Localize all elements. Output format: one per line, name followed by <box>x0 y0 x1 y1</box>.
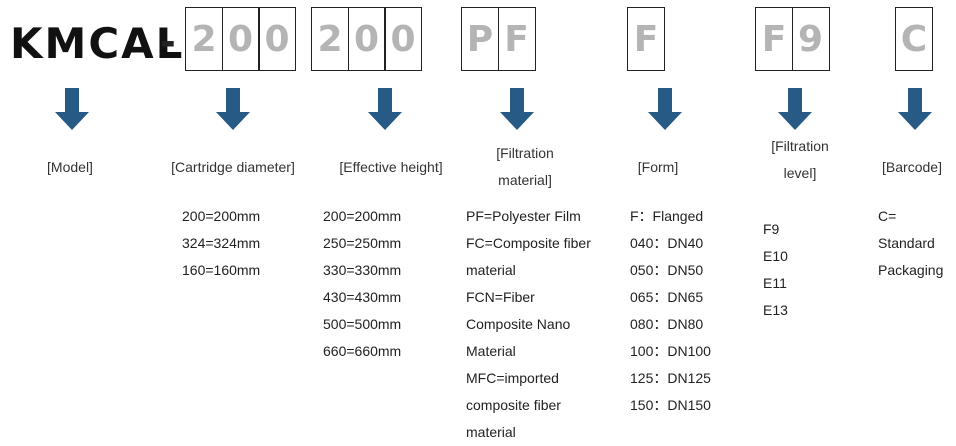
list-item: C= <box>878 208 897 224</box>
values-height: 200=200mm 250=250mm 330=330mm 430=430mm … <box>323 203 401 365</box>
list-item: E10 <box>763 248 788 264</box>
down-arrow-icon <box>368 88 402 130</box>
down-arrow-icon <box>500 88 534 130</box>
list-item: composite fiber <box>466 397 561 413</box>
list-item: FC=Composite fiber <box>466 235 591 251</box>
code-box-diameter: 2 0 0 <box>185 7 296 71</box>
list-item: 040：DN40 <box>630 235 704 251</box>
code-char: 0 <box>347 7 386 71</box>
list-item: Standard <box>878 235 935 251</box>
code-box-height: 2 0 0 <box>311 7 422 71</box>
list-item: 100：DN100 <box>630 343 711 359</box>
down-arrow-icon <box>216 88 250 130</box>
label-filtration-material: [Filtration material] <box>470 140 580 194</box>
list-item: 430=430mm <box>323 289 402 305</box>
list-item: Composite Nano <box>466 316 571 332</box>
list-item: E13 <box>763 302 788 318</box>
down-arrow-icon <box>778 88 812 130</box>
label-line: material] <box>498 172 552 188</box>
list-item: FCN=Fiber <box>466 289 535 305</box>
values-level: F9 E10 E11 E13 <box>763 216 788 324</box>
label-cartridge-diameter: [Cartridge diameter] <box>171 159 295 175</box>
list-item: MFC=imported <box>466 370 559 386</box>
list-item: 065：DN65 <box>630 289 704 305</box>
model-separator: - <box>160 20 176 64</box>
label-filtration-level: [Filtration level] <box>750 133 850 187</box>
code-char: 0 <box>384 7 422 71</box>
list-item: 200=200mm <box>182 208 261 224</box>
label-effective-height: [Effective height] <box>339 159 443 175</box>
down-arrow-icon <box>55 88 89 130</box>
label-model: [Model] <box>47 159 93 175</box>
label-line: level] <box>783 165 817 181</box>
list-item: 160=160mm <box>182 262 261 278</box>
list-item: Material <box>466 343 516 359</box>
model-prefix: KMCAL <box>10 19 185 68</box>
code-box-material: P F <box>461 7 536 71</box>
label-form: [Form] <box>637 159 679 175</box>
code-char: C <box>895 7 933 71</box>
code-char: F <box>627 7 665 71</box>
list-item: F9 <box>763 221 780 237</box>
values-diameter: 200=200mm 324=324mm 160=160mm <box>182 203 260 284</box>
code-box-barcode: C <box>895 7 933 71</box>
code-char: 2 <box>311 7 349 71</box>
code-box-form: F <box>627 7 665 71</box>
list-item: 125：DN125 <box>630 370 711 386</box>
list-item: 500=500mm <box>323 316 402 332</box>
values-form: F：Flanged 040：DN40 050：DN50 065：DN65 080… <box>630 203 711 419</box>
list-item: 150：DN150 <box>630 397 711 413</box>
list-item: 660=660mm <box>323 343 402 359</box>
values-barcode: C= Standard Packaging <box>878 203 943 284</box>
list-item: 080：DN80 <box>630 316 704 332</box>
code-char: 2 <box>185 7 223 71</box>
list-item: PF=Polyester Film <box>466 208 581 224</box>
down-arrow-icon <box>648 88 682 130</box>
list-item: 324=324mm <box>182 235 261 251</box>
code-char: 0 <box>258 7 296 71</box>
label-line: [Filtration <box>771 138 829 154</box>
list-item: material <box>466 262 516 278</box>
list-item: E11 <box>763 275 787 291</box>
list-item: 250=250mm <box>323 235 402 251</box>
list-item: 330=330mm <box>323 262 402 278</box>
values-material: PF=Polyester Film FC=Composite fiber mat… <box>466 203 591 446</box>
code-char: F <box>755 7 793 71</box>
list-item: 200=200mm <box>323 208 402 224</box>
label-barcode: [Barcode] <box>882 159 942 175</box>
code-box-level: F 9 <box>755 7 830 71</box>
code-char: P <box>461 7 499 71</box>
code-char: 9 <box>791 7 830 71</box>
list-item: material <box>466 424 516 440</box>
list-item: F：Flanged <box>630 208 704 224</box>
down-arrow-icon <box>898 88 932 130</box>
code-char: F <box>497 7 536 71</box>
list-item: Packaging <box>878 262 944 278</box>
label-line: [Filtration <box>496 145 554 161</box>
code-char: 0 <box>221 7 260 71</box>
list-item: 050：DN50 <box>630 262 704 278</box>
